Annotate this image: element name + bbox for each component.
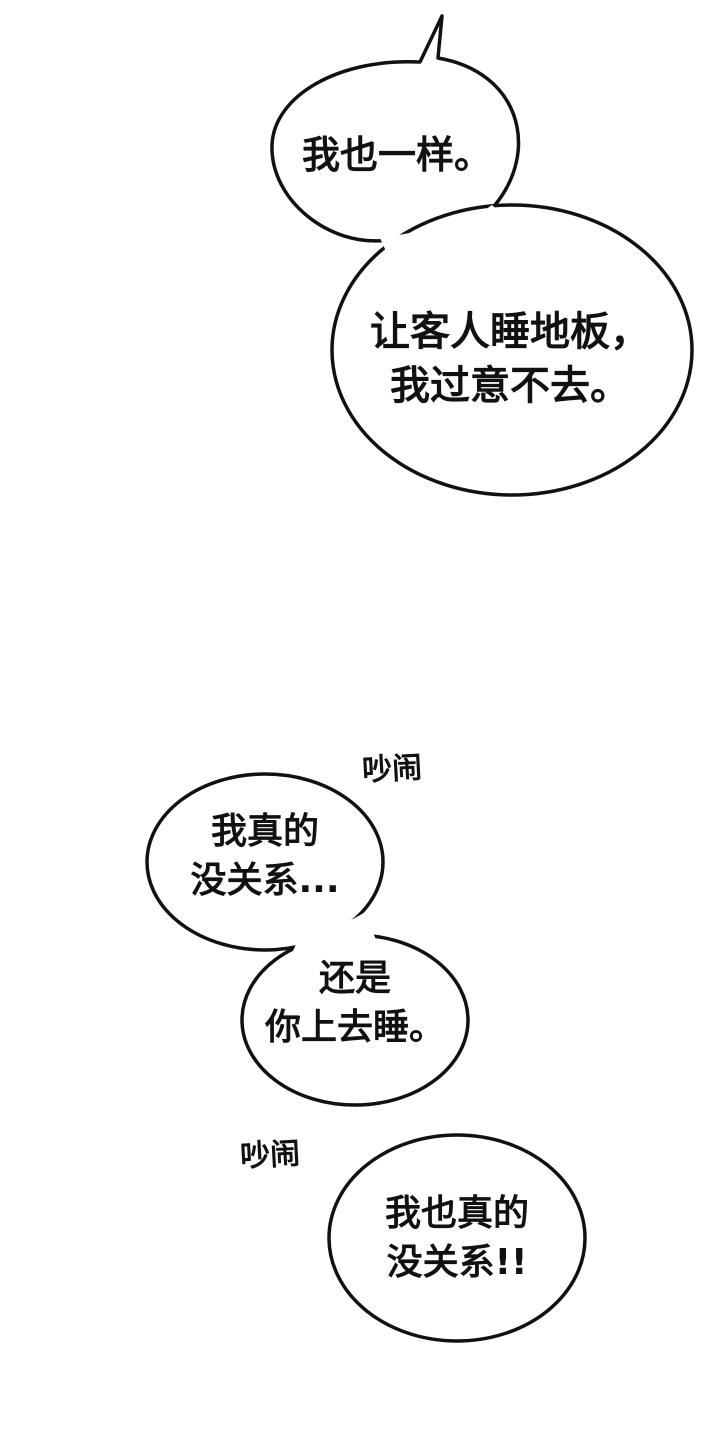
bubble-d-text: 还是 你上去睡。: [245, 955, 465, 1052]
bubble-c-line-2: 没关系...: [190, 859, 340, 901]
sound-effect-noise-2: 吵闹: [239, 1136, 302, 1175]
bubble-e-line-2: 没关系!!: [386, 1241, 528, 1283]
speech-bubble-large: [330, 203, 694, 497]
sound-effect-noise-1: 吵闹: [361, 750, 424, 789]
bubble-a-text: 我也一样。: [301, 133, 492, 177]
bubble-e-text: 我也真的 没关系!!: [345, 1190, 569, 1287]
speech-bubble-e: [327, 1133, 587, 1343]
bubble-c-text: 我真的 没关系...: [165, 808, 365, 905]
bubble-e-line-1: 我也真的: [384, 1193, 529, 1234]
speech-bubble-c: [145, 772, 385, 952]
bubble-b-line-2: 我过意不去。: [390, 363, 630, 409]
bubble-joint-cover: [380, 205, 520, 260]
bubble-b-line-1: 让客人睡地板，: [370, 309, 650, 355]
bubble-c-line-1: 我真的: [210, 811, 319, 852]
bubble-d-line-1: 还是: [318, 958, 391, 999]
bubble-d-line-2: 你上去睡。: [264, 1006, 445, 1048]
bubble-joint-cover-cd: [290, 912, 380, 958]
bubble-b-text: 让客人睡地板， 我过意不去。: [360, 305, 660, 413]
